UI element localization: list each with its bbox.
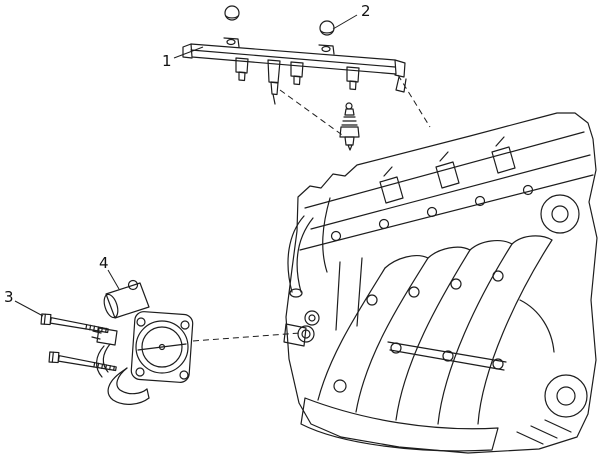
leader-line-4 (107, 269, 120, 290)
leader-line-3 (14, 300, 44, 317)
mounting-bolts-drawing (40, 313, 117, 372)
assembly-dashed-lines (192, 74, 431, 342)
spark-plug-drawing (339, 102, 360, 151)
callout-3-label: 3 (4, 288, 14, 306)
leader-line-1 (173, 46, 204, 59)
fuel-rail-drawing (182, 37, 407, 105)
leader-line-2 (332, 14, 358, 30)
callout-2-label: 2 (361, 2, 371, 20)
intake-manifold-drawing (300, 235, 553, 452)
callout-1-label: 1 (162, 52, 172, 70)
throttle-body-drawing (91, 279, 194, 405)
fuel-rail-bolts-drawing (224, 5, 335, 36)
engine-drawing (283, 112, 598, 454)
callout-4-label: 4 (99, 254, 109, 272)
callout-leader-lines (14, 14, 358, 317)
